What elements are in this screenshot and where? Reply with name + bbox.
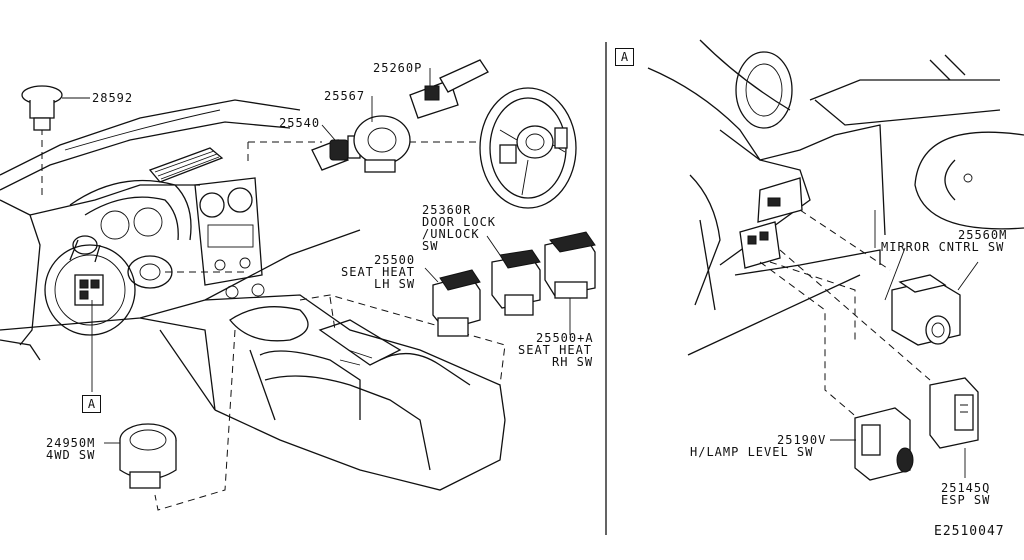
part-25360r-drawing (486, 235, 541, 316)
callout-25500-desc1: SEAT HEAT (341, 265, 416, 279)
callout-25145q-number: 25145Q (941, 481, 991, 495)
callout-25560m-number: 25560M (958, 228, 1008, 242)
part-25500a-drawing (544, 231, 596, 335)
callout-25360r-desc2: /UNLOCK (422, 227, 480, 241)
callout-25500-desc2: LH SW (374, 277, 416, 291)
part-25567-drawing (353, 96, 411, 173)
callout-25500a-desc1: SEAT HEAT (518, 343, 593, 357)
callout-25500a-number: 25500+A (536, 331, 594, 345)
part-25190v-drawing (830, 407, 914, 481)
part-25540-drawing (311, 124, 361, 171)
callout-25190v-desc1: H/LAMP LEVEL SW (690, 445, 814, 459)
callout-25145q-desc1: ESP SW (941, 493, 991, 507)
callout-24950m-desc1: 4WD SW (46, 448, 96, 462)
diagram-id: E2510047 (934, 524, 1005, 539)
callout-25190v-number: 25190V (777, 433, 827, 447)
steering-wheel-drawing (479, 87, 577, 209)
callout-25260p: 25260P (373, 61, 423, 75)
callout-25360r-desc1: DOOR LOCK (422, 215, 497, 229)
leader-lines-right (759, 209, 931, 421)
dashboard-illustration (0, 99, 506, 491)
part-25145q-drawing (929, 377, 979, 478)
callout-25540: 25540 (279, 116, 321, 130)
callout-25360r-desc3: SW (422, 239, 439, 253)
part-28592-drawing (21, 85, 90, 131)
detail-a-illustration (647, 39, 1024, 356)
callout-25500-number: 25500 (374, 253, 416, 267)
callout-28592: 28592 (92, 91, 134, 105)
part-25560m-drawing (891, 261, 979, 346)
callout-24950m-number: 24950M (46, 436, 96, 450)
part-25260p-drawing (409, 59, 489, 119)
callout-25500a-desc2: RH SW (552, 355, 594, 369)
detail-a-panel-tag: A (615, 48, 634, 66)
part-25500-drawing (424, 267, 481, 337)
callout-25567: 25567 (324, 89, 366, 103)
detail-a-marker: A (82, 395, 101, 413)
callout-25560m-desc1: MIRROR CNTRL SW (881, 240, 1005, 254)
part-24950m-drawing (104, 423, 177, 489)
callout-25360r-number: 25360R (422, 203, 472, 217)
